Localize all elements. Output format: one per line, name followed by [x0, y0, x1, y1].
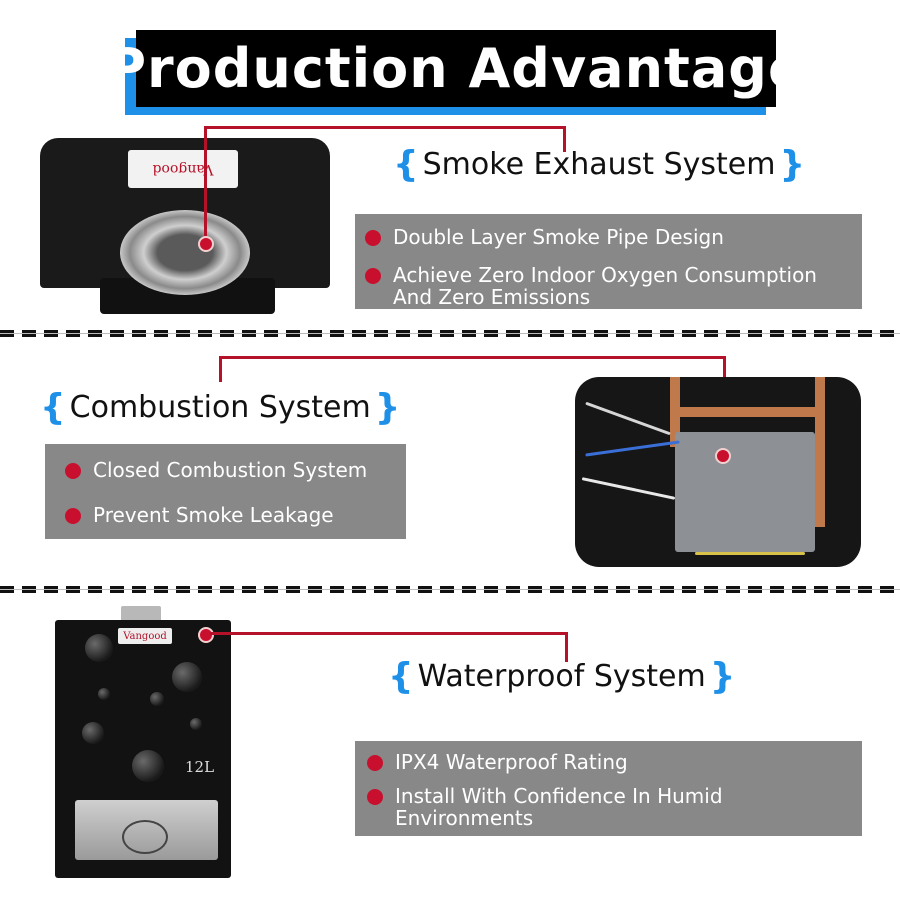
bullet-dot-icon — [367, 755, 383, 771]
connector-line — [204, 126, 207, 244]
water-drop-icon — [150, 692, 164, 706]
feature-item: Closed Combustion System — [65, 459, 367, 481]
open-brace-icon: { — [393, 144, 419, 185]
connector-line — [210, 632, 568, 635]
connector-pin — [715, 448, 731, 464]
bullet-dot-icon — [367, 789, 383, 805]
open-brace-icon: { — [388, 656, 414, 697]
page-title-box: Production Advantage — [106, 30, 805, 107]
feature-item: Install With Confidence In Humid Environ… — [367, 785, 787, 829]
section-divider — [0, 586, 900, 593]
features-panel-combustion: Closed Combustion System Prevent Smoke L… — [45, 444, 406, 539]
heater-flue-collar — [121, 606, 161, 624]
section-heading-waterproof: { Waterproof System } — [388, 656, 736, 697]
connector-pin — [198, 627, 214, 643]
water-drop-icon — [132, 750, 164, 782]
feature-item: IPX4 Waterproof Rating — [367, 751, 628, 773]
heater-brand-logo: Vangood — [118, 628, 172, 644]
copper-pipe — [670, 407, 820, 417]
control-dial-icon — [122, 820, 168, 854]
water-drop-icon — [85, 634, 113, 662]
smoke-pipe-icon — [120, 210, 250, 295]
connector-line — [219, 356, 726, 359]
water-drop-icon — [190, 718, 202, 730]
bullet-dot-icon — [65, 508, 81, 524]
close-brace-icon: } — [709, 656, 736, 697]
water-drop-icon — [82, 722, 104, 744]
bullet-dot-icon — [365, 268, 381, 284]
bullet-dot-icon — [365, 230, 381, 246]
feature-item: Prevent Smoke Leakage — [65, 504, 334, 526]
exhaust-brand-label: Vangood — [128, 150, 238, 188]
water-drop-icon — [172, 662, 202, 692]
close-brace-icon: } — [374, 387, 401, 428]
capacity-label: 12L — [185, 758, 215, 776]
features-panel-smoke-exhaust: Double Layer Smoke Pipe Design Achieve Z… — [355, 214, 862, 309]
copper-pipe — [815, 377, 825, 527]
feature-item: Achieve Zero Indoor Oxygen Consumption A… — [365, 264, 845, 308]
wire — [585, 440, 680, 457]
section-divider — [0, 330, 900, 337]
wire — [585, 401, 671, 436]
open-brace-icon: { — [40, 387, 66, 428]
close-brace-icon: } — [779, 144, 806, 185]
connector-line — [563, 126, 566, 152]
wire — [695, 552, 805, 555]
combustion-product-image — [575, 377, 861, 567]
connector-line — [204, 126, 566, 129]
section-heading-smoke-exhaust: { Smoke Exhaust System } — [393, 144, 806, 185]
section-heading-combustion: { Combustion System } — [40, 387, 401, 428]
page-title: Production Advantage — [106, 37, 806, 100]
wire — [581, 477, 676, 500]
features-panel-waterproof: IPX4 Waterproof Rating Install With Conf… — [355, 741, 862, 836]
connector-line — [219, 356, 222, 382]
feature-item: Double Layer Smoke Pipe Design — [365, 226, 724, 248]
water-drop-icon — [98, 688, 110, 700]
connector-line — [565, 632, 568, 662]
connector-pin — [198, 236, 214, 252]
burner-plate — [675, 432, 815, 552]
bullet-dot-icon — [65, 463, 81, 479]
